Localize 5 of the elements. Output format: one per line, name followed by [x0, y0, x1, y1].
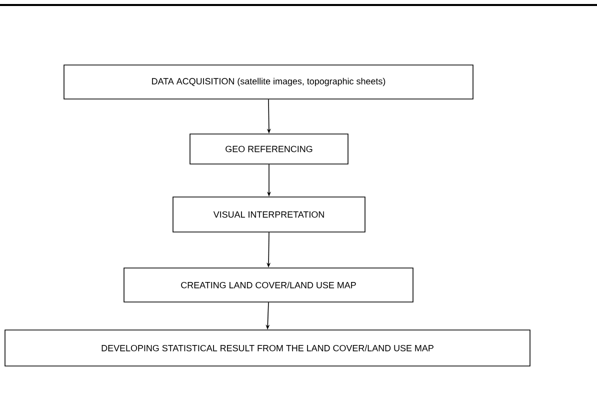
process-box: VISUAL INTERPRETATION [172, 196, 366, 232]
process-box: GEO REFERENCING [190, 134, 348, 164]
process-box: CREATING LAND COVER/LAND USE MAP [124, 268, 414, 302]
process-box: DATA ACQUISITION (satellite images, topographic sheets) [64, 64, 474, 100]
process-box: DEVELOPING STATISTICAL RESULT FROM THE LAND COVER/LAND USE MAP [4, 330, 530, 366]
